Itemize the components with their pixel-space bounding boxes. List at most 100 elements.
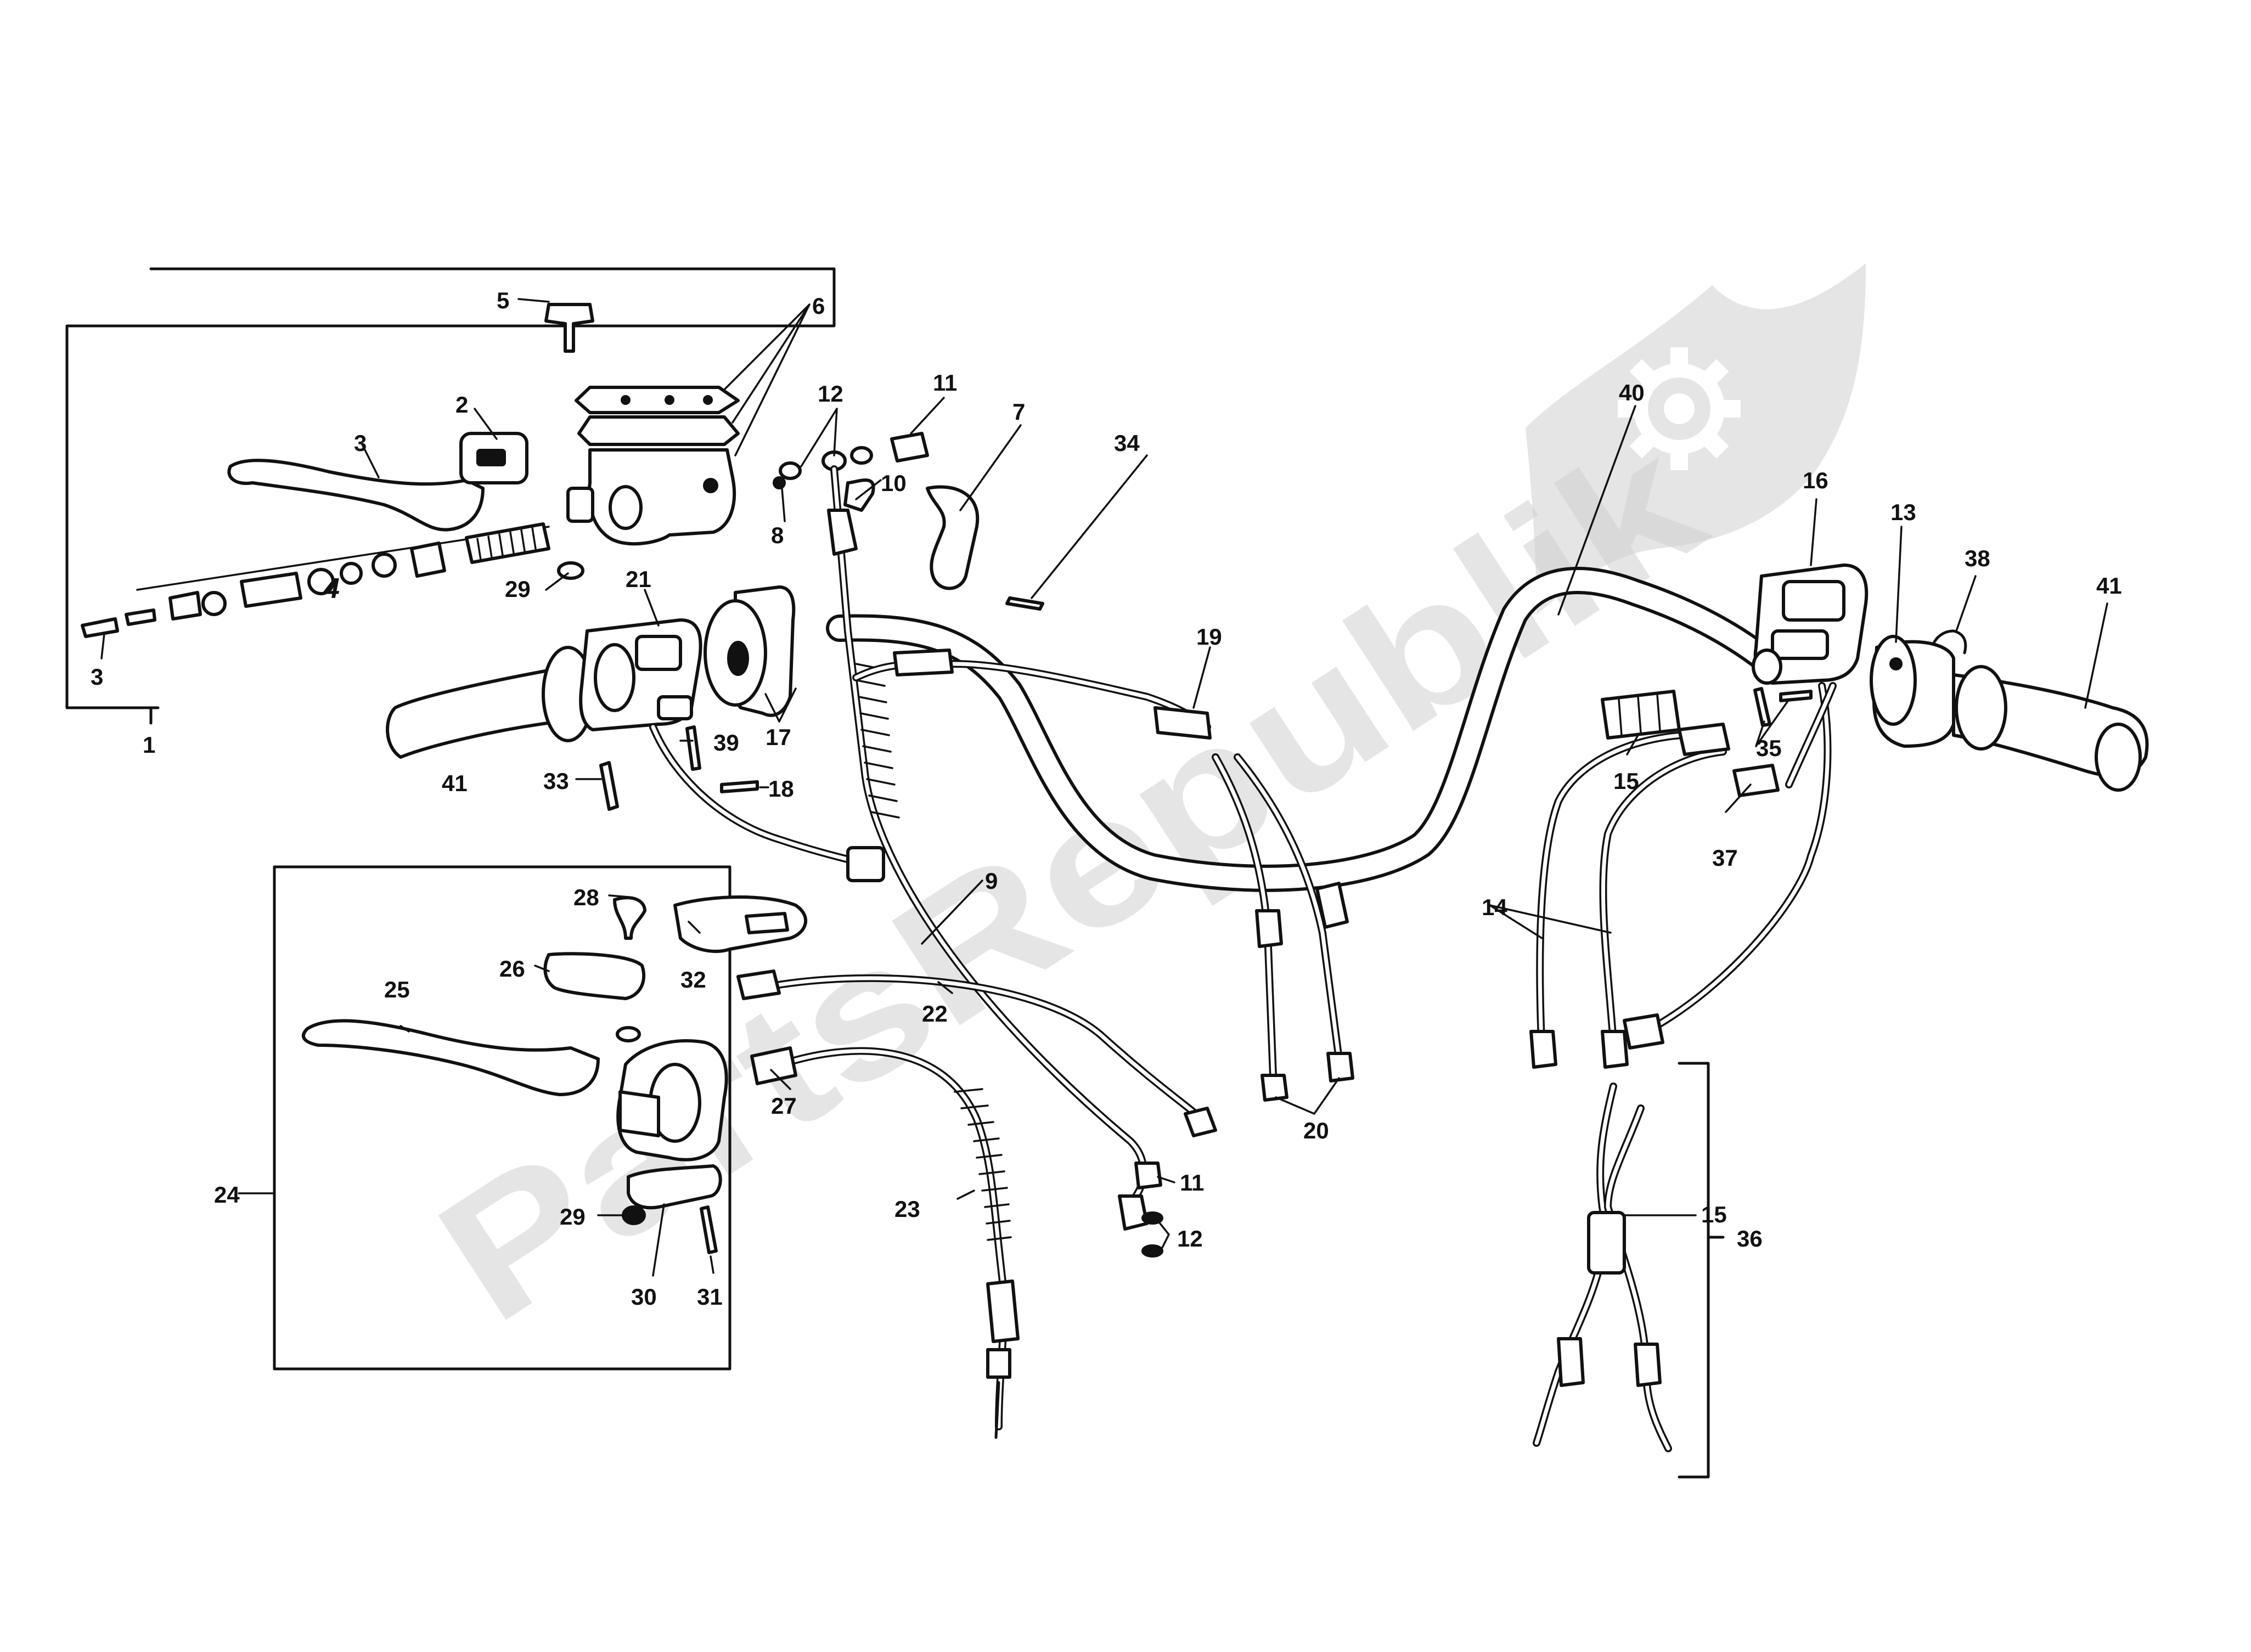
label-26: 26 — [499, 956, 525, 982]
brake-master-cylinder-assembly — [81, 303, 1044, 638]
washer-12c — [850, 446, 873, 465]
brake-lever — [227, 459, 485, 532]
right-switch-and-grip — [1529, 563, 2149, 1069]
watermark-flag-logo — [1526, 263, 1866, 614]
switch-cover-32 — [673, 895, 808, 953]
bolt-11b — [1134, 1162, 1162, 1189]
label-33: 33 — [543, 768, 569, 794]
bracket-group-1 — [65, 267, 836, 709]
label-35: 35 — [1756, 735, 1782, 761]
label-29: 29 — [505, 576, 531, 602]
label-16: 16 — [1803, 467, 1828, 493]
label-28: 28 — [573, 884, 599, 910]
nut-29b — [622, 1205, 646, 1225]
label-5: 5 — [497, 287, 509, 313]
label-2: 2 — [455, 392, 468, 418]
label-24: 24 — [214, 1182, 240, 1208]
gear-icon — [1618, 347, 1741, 470]
label-3: 3 — [354, 430, 367, 456]
bracket-group-24 — [273, 865, 731, 1371]
cable-end-22 — [736, 969, 781, 1000]
screw-34 — [1005, 596, 1044, 611]
pivot-screw-28 — [613, 896, 646, 940]
handlebar — [826, 567, 1781, 892]
label-27: 27 — [771, 1093, 797, 1119]
label-4: 4 — [323, 573, 340, 605]
label-41: 41 — [2096, 573, 2122, 599]
clamp-half-30 — [627, 1164, 722, 1210]
label-41: 41 — [442, 770, 468, 796]
pivot-nut-29 — [557, 561, 584, 580]
left-switch-connector — [846, 846, 885, 882]
clutch-lever-assembly-24 — [302, 895, 1217, 1439]
label-20: 20 — [1303, 1118, 1329, 1143]
clamp-7 — [926, 485, 980, 590]
reservoir-gasket — [577, 415, 740, 446]
screw-35b — [1779, 690, 1813, 702]
label-36: 36 — [1737, 1226, 1763, 1251]
label-30: 30 — [631, 1284, 657, 1310]
washer-12e — [1141, 1244, 1163, 1258]
lever-plate-26 — [543, 952, 646, 1000]
label-9: 9 — [985, 868, 998, 894]
clutch-lever-25 — [302, 1019, 600, 1096]
label-39: 39 — [713, 730, 739, 755]
throttle-cable-adjuster-19 — [1153, 706, 1212, 740]
screw-31 — [700, 1205, 718, 1254]
label-11: 11 — [1180, 1170, 1204, 1196]
label-29: 29 — [560, 1204, 586, 1230]
label-8: 8 — [771, 522, 784, 548]
cable-end-20b — [1326, 1052, 1354, 1082]
right-switch-connector — [1623, 1013, 1664, 1050]
label-12: 12 — [1177, 1226, 1203, 1251]
label-10: 10 — [881, 470, 907, 496]
left-grip-41 — [386, 665, 583, 759]
group-brackets — [65, 267, 1725, 1479]
label-13: 13 — [1890, 499, 1916, 525]
cable-end-14b — [1601, 1030, 1629, 1069]
screw-35a — [1753, 687, 1771, 727]
washer-12a — [779, 461, 802, 480]
label-14: 14 — [1482, 894, 1507, 920]
leader-lines — [100, 298, 2108, 1277]
screw-18 — [720, 780, 759, 793]
cable-splitter-15b — [1587, 1211, 1626, 1275]
bracket-group-36 — [1678, 1062, 1710, 1479]
label-21: 21 — [626, 566, 651, 592]
screw-33 — [599, 761, 619, 811]
label-18: 18 — [768, 776, 794, 802]
label-38: 38 — [1965, 545, 1990, 571]
label-15: 15 — [1701, 1202, 1727, 1227]
cable-adjuster-37 — [1732, 764, 1780, 797]
piston-kit-4 — [81, 522, 550, 638]
label-11: 11 — [933, 370, 957, 396]
cable-end-20a — [1260, 1074, 1288, 1102]
label-19: 19 — [1196, 624, 1222, 650]
label-17: 17 — [766, 724, 791, 750]
label-22: 22 — [922, 1001, 948, 1027]
screw-cap-5 — [544, 303, 594, 353]
banjo-fitting-lower — [1118, 1194, 1149, 1231]
label-6: 6 — [812, 293, 825, 319]
label-32: 32 — [680, 967, 706, 993]
label-40: 40 — [1619, 380, 1645, 405]
left-switch-and-throttle — [386, 585, 1354, 1102]
screw-39 — [685, 725, 701, 771]
bolt-11a — [890, 432, 929, 463]
washer-8 — [773, 476, 786, 489]
label-1: 1 — [143, 732, 155, 758]
label-34: 34 — [1114, 430, 1140, 456]
watermark-text: PartsRepublik — [404, 398, 1736, 1361]
part-labels: 5 6 2 3 12 11 7 34 10 8 29 4 3 1 21 17 3… — [91, 287, 2122, 1310]
cable-kit-36 — [1533, 1082, 1672, 1452]
label-3: 3 — [91, 664, 103, 690]
reservoir-cover-plate — [575, 386, 740, 414]
banjo-fitting-10 — [827, 509, 858, 556]
label-23: 23 — [894, 1196, 920, 1222]
label-15: 15 — [1613, 768, 1639, 794]
adjuster-27 — [750, 1046, 797, 1085]
label-25: 25 — [384, 977, 410, 1002]
brake-hose-9 — [827, 465, 1163, 1258]
label-31: 31 — [697, 1284, 723, 1310]
